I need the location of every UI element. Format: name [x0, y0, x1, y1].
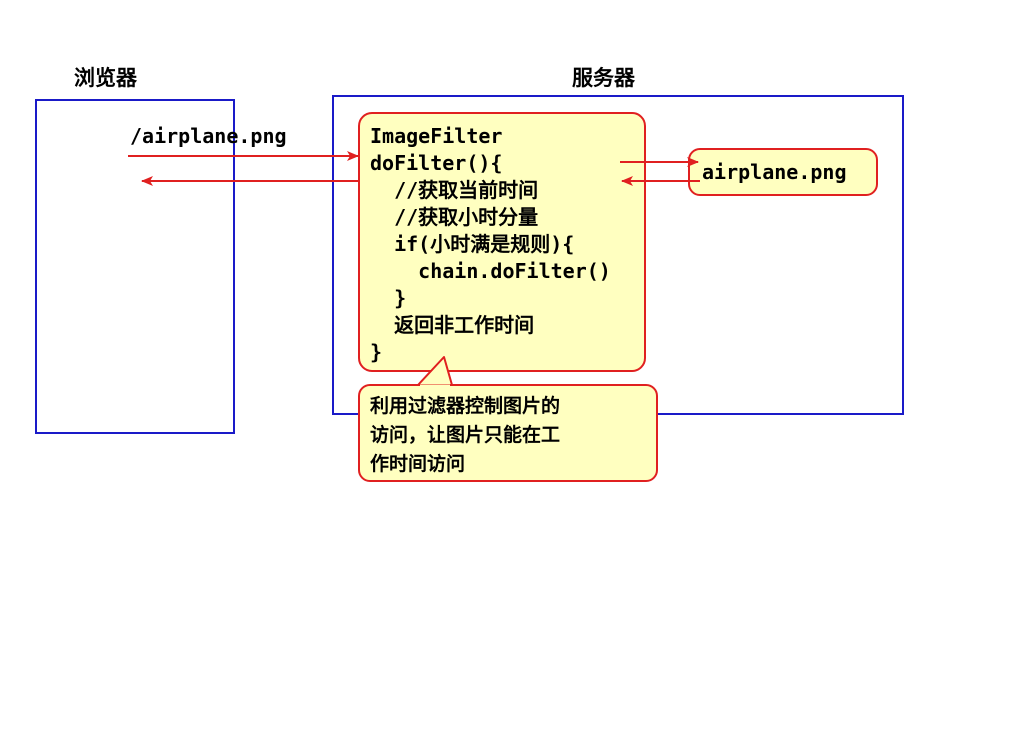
- code-line: //获取小时分量: [370, 205, 539, 229]
- filter-code-box: ImageFilter doFilter(){ //获取当前时间 //获取小时分…: [358, 112, 646, 372]
- code-line: ImageFilter: [370, 124, 503, 148]
- code-line: }: [370, 340, 383, 364]
- request-path-label: /airplane.png: [130, 124, 287, 148]
- resource-file-name: airplane.png: [702, 160, 847, 184]
- code-line: //获取当前时间: [370, 178, 539, 202]
- code-line: 返回非工作时间: [370, 313, 535, 337]
- browser-label: 浏览器: [74, 66, 137, 90]
- resource-file-box: airplane.png: [688, 148, 878, 196]
- code-line: chain.doFilter(): [370, 259, 611, 283]
- server-label: 服务器: [572, 66, 635, 90]
- browser-container: [35, 99, 235, 434]
- callout-pointer: [417, 356, 453, 386]
- callout-line: 利用过滤器控制图片的: [370, 395, 561, 417]
- code-line: if(小时满是规则){: [370, 232, 575, 256]
- code-line: doFilter(){: [370, 151, 503, 175]
- callout-line: 访问，让图片只能在工: [370, 424, 561, 446]
- code-line: }: [370, 286, 407, 310]
- callout-note: 利用过滤器控制图片的 访问，让图片只能在工 作时间访问: [358, 384, 658, 482]
- callout-line: 作时间访问: [370, 453, 466, 475]
